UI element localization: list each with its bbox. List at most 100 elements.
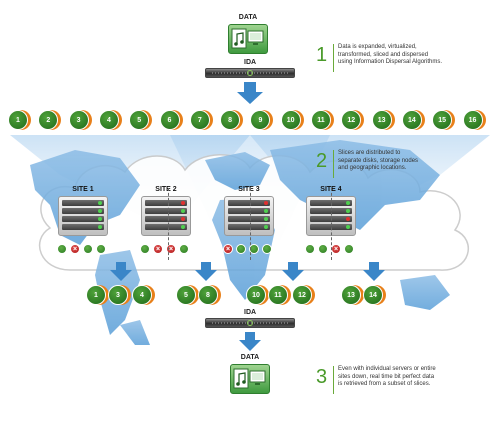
slice-number: 6 bbox=[159, 110, 180, 130]
server-unit bbox=[228, 224, 270, 230]
slice-token: 12 bbox=[341, 110, 365, 130]
status-light-icon bbox=[98, 217, 102, 221]
slice-number: 9 bbox=[250, 110, 271, 130]
step-1-text: Data is expanded, virtualized, transform… bbox=[338, 44, 443, 65]
site-title: SITE 1 bbox=[72, 186, 94, 193]
slice-number: 15 bbox=[432, 110, 453, 130]
slice-ok-icon bbox=[305, 244, 315, 254]
slice-ok-icon bbox=[83, 244, 93, 254]
x-mark-icon: × bbox=[331, 244, 341, 254]
slice-token: 9 bbox=[250, 110, 274, 130]
slice-number: 3 bbox=[108, 285, 128, 305]
music-document-icon bbox=[231, 28, 264, 49]
down-arrow-icon bbox=[239, 332, 261, 351]
slice-number: 5 bbox=[176, 285, 196, 305]
slice-token: 10 bbox=[246, 285, 269, 305]
x-mark-icon: × bbox=[166, 244, 176, 254]
site-title: SITE 3 bbox=[238, 186, 260, 193]
slice-token: 14 bbox=[363, 285, 386, 305]
slice-number: 5 bbox=[129, 110, 150, 130]
slice-number: 10 bbox=[280, 110, 301, 130]
slice-token: 13 bbox=[371, 110, 395, 130]
slice-token: 5 bbox=[176, 285, 199, 305]
slice-number: 13 bbox=[341, 285, 361, 305]
slice-ok-icon bbox=[344, 244, 354, 254]
step-1-divider bbox=[333, 44, 334, 72]
slice-number: 13 bbox=[371, 110, 392, 130]
server-rack bbox=[224, 196, 274, 236]
slice-token: 1 bbox=[8, 110, 31, 130]
slice-number: 8 bbox=[220, 110, 241, 130]
slice-number: 11 bbox=[268, 285, 288, 305]
slice-ok-icon bbox=[140, 244, 150, 254]
slice-ok-icon bbox=[96, 244, 106, 254]
bottom-ida-device bbox=[205, 318, 295, 328]
top-data-icon bbox=[228, 24, 268, 54]
music-document-icon bbox=[233, 368, 266, 389]
slice-token: 1 bbox=[86, 285, 109, 305]
site-title: SITE 2 bbox=[155, 186, 177, 193]
slice-ok-icon bbox=[236, 244, 246, 254]
slice-number: 16 bbox=[462, 110, 483, 130]
slice-token: 4 bbox=[132, 285, 155, 305]
slice-number: 4 bbox=[132, 285, 152, 305]
top-ida-device bbox=[205, 68, 295, 78]
slice-token: 4 bbox=[98, 110, 122, 130]
server-unit bbox=[228, 200, 270, 206]
bottom-data-icon bbox=[230, 364, 270, 394]
down-arrow-icon bbox=[237, 82, 263, 104]
step-2-number: 2 bbox=[316, 150, 328, 172]
status-light-icon bbox=[264, 225, 268, 229]
status-light-icon bbox=[181, 225, 185, 229]
down-arrow-icon bbox=[363, 262, 385, 281]
slice-number: 11 bbox=[311, 110, 331, 130]
step-2-divider bbox=[333, 150, 334, 178]
server-unit bbox=[145, 224, 187, 230]
slice-ok-icon bbox=[57, 244, 67, 254]
bottom-data-label: DATA bbox=[240, 354, 260, 361]
slice-token: 5 bbox=[129, 110, 153, 130]
status-light-icon bbox=[346, 201, 350, 205]
slice-number: 2 bbox=[38, 110, 59, 130]
slice-number: 12 bbox=[292, 285, 312, 305]
server-unit bbox=[62, 224, 104, 230]
slice-token: 6 bbox=[159, 110, 183, 130]
slice-number: 7 bbox=[189, 110, 210, 130]
status-light-icon bbox=[181, 217, 185, 221]
bottom-ida-label: IDA bbox=[244, 309, 257, 316]
ida-indicator-icon bbox=[247, 320, 253, 326]
server-unit bbox=[62, 200, 104, 206]
server-unit bbox=[62, 216, 104, 222]
slice-number: 3 bbox=[68, 110, 89, 130]
step-3-number: 3 bbox=[316, 366, 328, 388]
slice-token: 13 bbox=[341, 285, 364, 305]
slice-token: 3 bbox=[108, 285, 131, 305]
slice-token: 8 bbox=[220, 110, 244, 130]
site-divider bbox=[250, 188, 251, 260]
x-mark-icon: × bbox=[153, 244, 163, 254]
top-ida-label: IDA bbox=[244, 59, 257, 66]
status-light-icon bbox=[98, 209, 102, 213]
step-3-text: Even with individual servers or entire s… bbox=[338, 366, 436, 387]
server-unit bbox=[228, 208, 270, 214]
slice-token: 11 bbox=[311, 110, 334, 130]
slice-number: 4 bbox=[98, 110, 119, 130]
step-2-text: Slices are distributed to separate disks… bbox=[338, 150, 419, 171]
slice-ok-icon bbox=[262, 244, 272, 254]
server-unit bbox=[145, 216, 187, 222]
slice-ok-icon bbox=[249, 244, 259, 254]
status-light-icon bbox=[181, 201, 185, 205]
slice-token: 15 bbox=[432, 110, 456, 130]
server-rack bbox=[141, 196, 191, 236]
slice-number: 1 bbox=[8, 110, 28, 130]
x-mark-icon: × bbox=[223, 244, 233, 254]
step-3-divider bbox=[333, 366, 334, 394]
ida-indicator-icon bbox=[247, 70, 253, 76]
slice-token: 2 bbox=[38, 110, 62, 130]
slice-token: 11 bbox=[268, 285, 291, 305]
slice-number: 8 bbox=[198, 285, 218, 305]
slice-token: 7 bbox=[189, 110, 213, 130]
status-light-icon bbox=[181, 209, 185, 213]
slice-ok-icon bbox=[318, 244, 328, 254]
